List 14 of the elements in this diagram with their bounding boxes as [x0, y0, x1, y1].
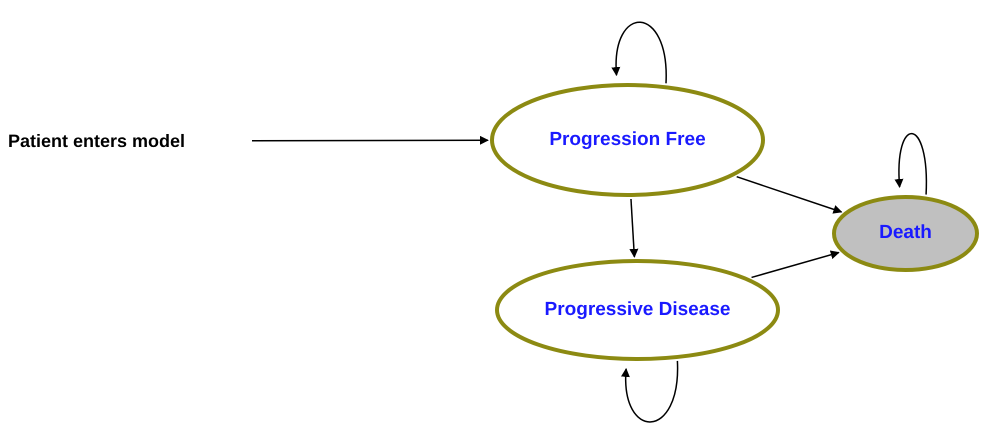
arrow: [751, 250, 840, 278]
arrow: [894, 132, 928, 195]
arrow: [252, 136, 489, 145]
state-ellipse: [495, 259, 780, 361]
state-ellipse: [832, 195, 979, 272]
state-label: Progressive Disease: [544, 298, 730, 322]
state-label: Progression Free: [549, 128, 706, 152]
entry-label: Patient enters model: [8, 128, 252, 154]
arrow: [622, 360, 678, 423]
arrow: [612, 22, 667, 84]
state-ellipse: [490, 83, 765, 197]
state-label: Death: [879, 221, 932, 246]
arrow: [736, 176, 842, 214]
arrow: [629, 198, 638, 258]
